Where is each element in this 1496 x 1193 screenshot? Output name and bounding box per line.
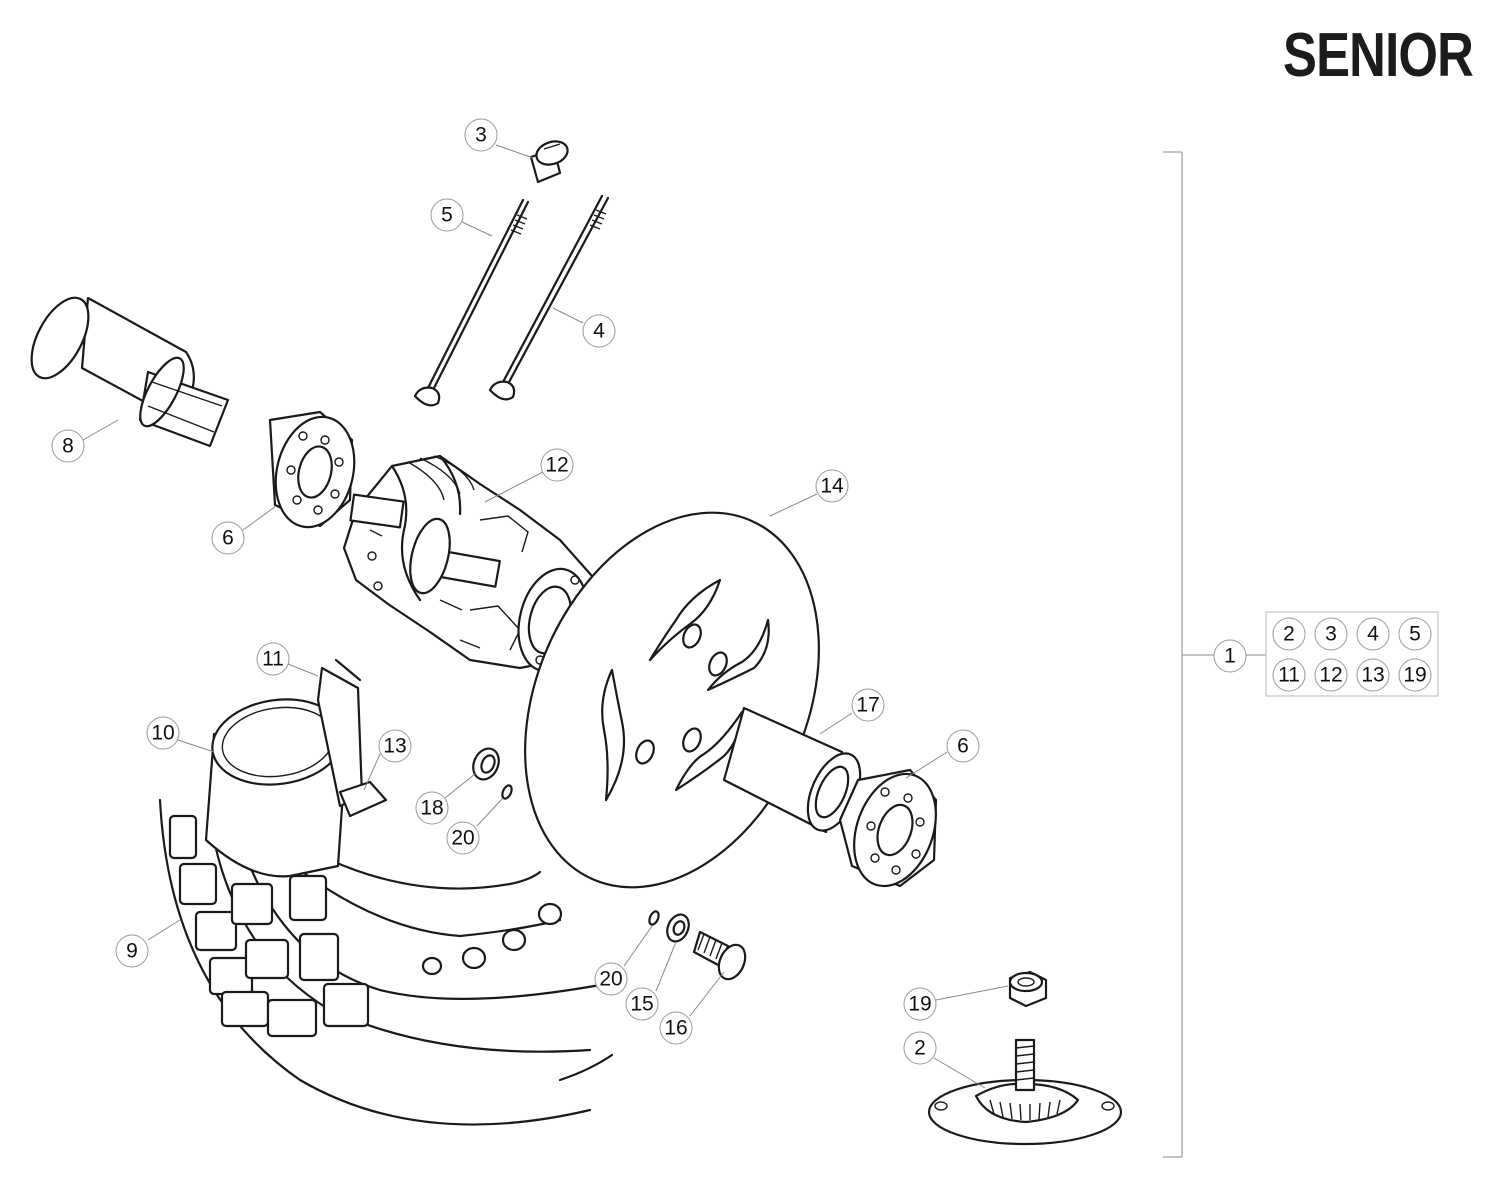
kit-item-label: 5: [1409, 623, 1421, 646]
callout-16: 16: [659, 1011, 693, 1045]
leader-lines: [82, 144, 1009, 1089]
callout-label: 6: [222, 527, 234, 550]
callout-label: 5: [441, 204, 453, 227]
callout-label: 19: [908, 993, 931, 1016]
kit-item-label: 19: [1403, 664, 1426, 687]
kit-item: 3: [1314, 617, 1348, 651]
callout-label: 8: [62, 435, 74, 458]
tyre-and-rim-part: [158, 658, 614, 1126]
callout-9: 9: [115, 934, 149, 968]
kit-item-label: 12: [1319, 664, 1342, 687]
kit-item: 4: [1356, 617, 1390, 651]
callout-label: 1: [1224, 645, 1236, 668]
callout-1: 1: [1213, 639, 1247, 673]
callout-label: 20: [451, 827, 474, 850]
callout-18: 18: [415, 791, 449, 825]
callout-17: 17: [851, 688, 885, 722]
callout-label: 14: [820, 475, 844, 498]
callout-10: 10: [146, 716, 180, 750]
kit-item-label: 3: [1325, 623, 1337, 646]
callout-5: 5: [430, 198, 464, 232]
callout-20-right: 20: [594, 962, 628, 996]
page-title: SENIOR: [1283, 21, 1474, 90]
spacer-washer-part: [472, 747, 660, 926]
valve-base-part: [927, 1038, 1123, 1146]
assembly-bracket: [1163, 151, 1439, 1158]
callout-label: 12: [545, 454, 568, 477]
callout-4: 4: [582, 314, 616, 348]
callout-13: 13: [378, 729, 412, 763]
callout-15: 15: [625, 987, 659, 1021]
callout-label: 6: [957, 735, 969, 758]
callout-12: 12: [540, 448, 574, 482]
axle-sleeve-part: [30, 296, 230, 448]
kit-item: 2: [1272, 617, 1306, 651]
wheel-bearing-left: [268, 410, 356, 529]
callout-19: 19: [903, 987, 937, 1021]
kit-item: 13: [1356, 658, 1390, 692]
callout-label: 2: [914, 1037, 926, 1060]
callout-label: 18: [420, 797, 443, 820]
kit-item: 19: [1398, 658, 1432, 692]
kit-item-label: 13: [1361, 664, 1384, 687]
callout-label: 9: [126, 940, 138, 963]
kit-item-label: 4: [1367, 623, 1379, 646]
kit-item: 12: [1314, 658, 1348, 692]
callout-label: 16: [664, 1017, 687, 1040]
callout-label: 3: [475, 124, 487, 147]
nut-part: [1008, 970, 1048, 1008]
callout-14: 14: [815, 469, 849, 503]
kit-item: 11: [1272, 658, 1306, 692]
callout-6-left: 6: [211, 521, 245, 555]
kit-item-label: 11: [1278, 664, 1300, 687]
callout-label: 17: [856, 694, 879, 717]
callout-label: 11: [262, 648, 284, 671]
brake-disc-part: [524, 511, 820, 889]
spoke-part-5: [413, 198, 530, 407]
callout-2: 2: [903, 1031, 937, 1065]
callout-8: 8: [51, 429, 85, 463]
callout-6-right: 6: [946, 729, 980, 763]
callout-3: 3: [464, 118, 498, 152]
callout-label: 4: [593, 320, 605, 343]
callout-11: 11: [256, 642, 290, 676]
kit-table: 2 3 4 5 11 12 13 19: [1272, 617, 1432, 692]
spoke-nipple-part: [529, 140, 569, 184]
callout-label: 10: [151, 722, 174, 745]
kit-item-label: 2: [1283, 623, 1295, 646]
spoke-part-4: [488, 194, 610, 401]
callout-20-left: 20: [446, 821, 480, 855]
bolt-washer-part: [666, 913, 747, 981]
callout-label: 20: [599, 968, 622, 991]
kit-item: 5: [1398, 617, 1432, 651]
wheel-bearing-right: [838, 768, 938, 888]
callout-label: 13: [383, 735, 406, 758]
callout-label: 15: [630, 993, 653, 1016]
